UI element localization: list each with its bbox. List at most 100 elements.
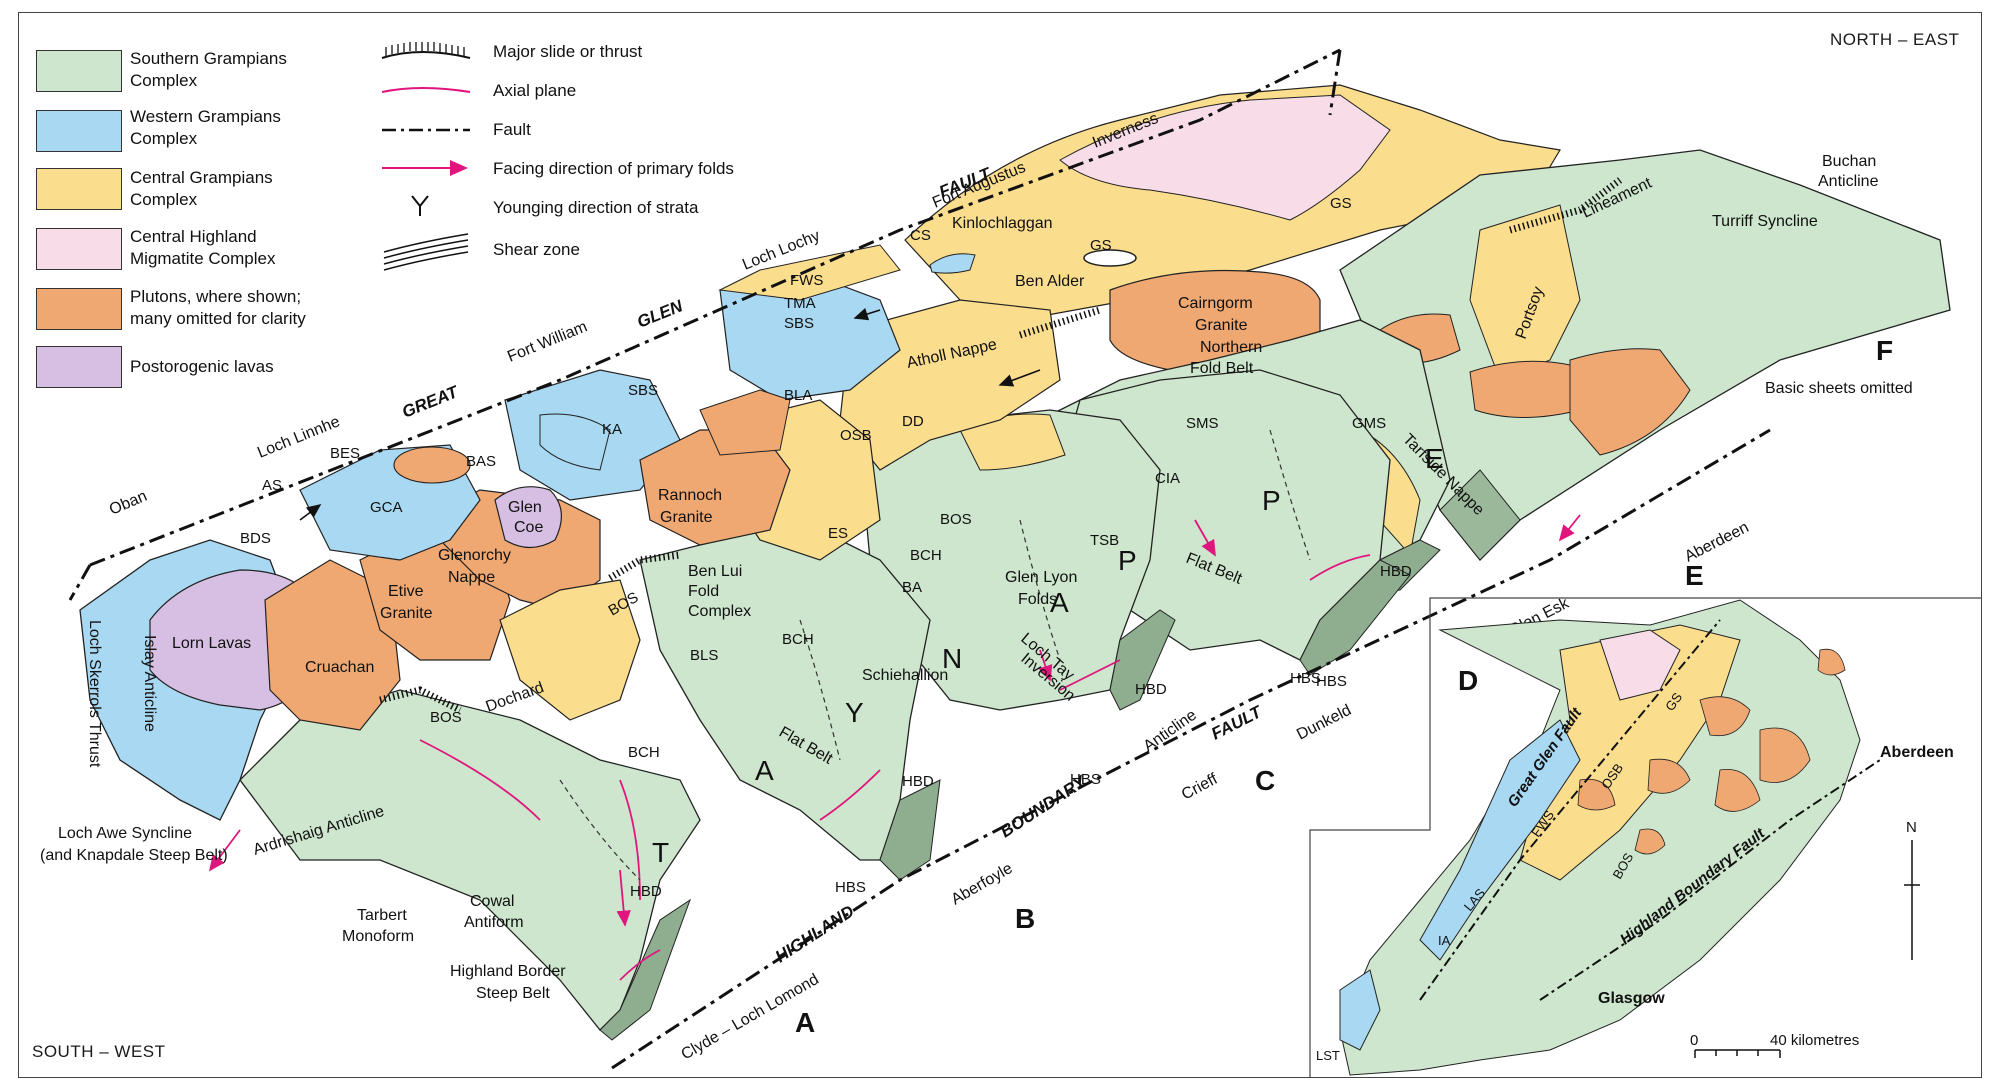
abbr-gs-1: GS: [1090, 237, 1112, 254]
abbr-hbd-3: HBD: [1135, 681, 1167, 698]
struct-etive-granite-1: Etive: [388, 583, 424, 600]
struct-buchan-2: Anticline: [1818, 173, 1879, 190]
inset-scale-label: 40 kilometres: [1770, 1032, 1859, 1049]
struct-hb-steep-1: Highland Border: [450, 963, 566, 980]
struct-glen-coe-2: Coe: [514, 519, 543, 536]
abbr-hbd-2: HBD: [902, 773, 934, 790]
legend-label-fault: Fault: [493, 120, 531, 139]
abbr-bos-3: BOS: [430, 709, 462, 726]
hbf-label-fault: FAULT: [1208, 702, 1266, 744]
abbr-bos-1: BOS: [940, 511, 972, 528]
legend-label-western: Western Grampians Complex: [130, 107, 281, 148]
abbr-gs-2: GS: [1330, 195, 1352, 212]
abbr-cs: CS: [910, 227, 931, 244]
struct-glen-lyon-1: Glen Lyon: [1005, 569, 1077, 586]
tay-letter-t: T: [652, 837, 669, 868]
struct-northern-fold-belt-1: Northern: [1200, 339, 1262, 356]
section-b-front-face: [879, 779, 941, 881]
abbr-hbs-2: HBS: [1070, 771, 1101, 788]
inset-lst: LST: [1316, 1048, 1340, 1063]
tay-letter-y: Y: [845, 697, 864, 728]
struct-buchan-1: Buchan: [1822, 153, 1876, 170]
place-aberdeen: Aberdeen: [1682, 519, 1752, 566]
great-glen-fault-spur: [1328, 49, 1342, 116]
inset-plutons: [1577, 648, 1846, 855]
struct-hb-steep-2: Steep Belt: [476, 985, 550, 1002]
abbr-bla: BLA: [784, 387, 812, 404]
fws-strip: [718, 244, 901, 301]
struct-cairngorm-1: Cairngorm: [1178, 295, 1253, 312]
struct-tarbert-2: Monoform: [342, 928, 414, 945]
struct-basic-sheets: Basic sheets omitted: [1765, 380, 1913, 397]
thrust-hatch-3: [1509, 177, 1623, 234]
struct-cairngorm-2: Granite: [1195, 317, 1248, 334]
inset-migmatite: [1599, 629, 1681, 701]
struct-lorn-lavas: Lorn Lavas: [172, 635, 251, 652]
legend-label-slide: Major slide or thrust: [493, 42, 643, 61]
glen-coe: [494, 486, 562, 549]
younging-icon: [411, 195, 429, 216]
abbr-gms: GMS: [1352, 415, 1386, 432]
place-oban: Oban: [107, 488, 150, 519]
struct-etive-granite-2: Granite: [380, 605, 433, 622]
inset-ggf: [1419, 619, 1721, 1001]
legend-swatch-lavas: [36, 346, 122, 388]
legend-label-migmatite: Central Highland Migmatite Complex: [130, 227, 276, 268]
abbr-bds: BDS: [240, 530, 271, 547]
legend-swatch-western: [36, 110, 122, 152]
facing-arrows: [208, 514, 1581, 927]
abbr-hbs-4: HBS: [1316, 673, 1347, 690]
place-schiehallion: Schiehallion: [862, 667, 948, 684]
struct-ben-lui-1: Ben Lui: [688, 563, 742, 580]
thrust-hatch-4: [379, 686, 462, 714]
abbr-bes: BES: [330, 445, 360, 462]
tay-letter-p: P: [1118, 545, 1137, 576]
abbr-fws: FWS: [790, 272, 823, 289]
tay-letter-a2: A: [1050, 587, 1069, 618]
place-crieff: Crieff: [1179, 770, 1221, 803]
legend-label-lavas: Postorogenic lavas: [130, 357, 274, 376]
struct-northern-fold-belt-2: Fold Belt: [1190, 360, 1254, 377]
section-letter-a: A: [795, 1007, 815, 1038]
dochard-zone: [499, 579, 641, 721]
north-arrow-icon: [1904, 840, 1920, 960]
struct-cruachan: Cruachan: [305, 659, 374, 676]
section-f-front-face: [1439, 469, 1521, 561]
bla-pluton: [699, 389, 791, 456]
slide-thrust-icon: [381, 42, 471, 59]
axial-plane-icon: [381, 87, 471, 93]
inset-hbf: [1539, 759, 1881, 1001]
inset-map: Aberdeen Glasgow Great Glen Fault Highla…: [1309, 597, 1982, 1078]
tay-letter-p2: P: [1262, 485, 1281, 516]
place-ben-alder: Ben Alder: [1015, 273, 1085, 290]
legend-label-shear: Shear zone: [493, 240, 580, 259]
struct-cowal-1: Cowal: [470, 893, 514, 910]
tay-letter-e: E: [1425, 443, 1444, 474]
section-c-front-face: [1109, 609, 1176, 711]
section-letter-c: C: [1255, 765, 1275, 796]
section-letter-b: B: [1015, 903, 1035, 934]
struct-turriff-syncline: Turriff Syncline: [1712, 213, 1818, 230]
great-glen-fault-line: [89, 48, 1341, 567]
axial-plane-traces: [419, 554, 1371, 981]
tay-letter-n: N: [942, 643, 962, 674]
abbr-bas: BAS: [466, 453, 496, 470]
abbr-hbd-4: HBD: [1380, 563, 1412, 580]
inset-ia: IA: [1438, 933, 1451, 948]
abbr-es: ES: [828, 525, 848, 542]
abbr-sms: SMS: [1186, 415, 1219, 432]
legend-swatch-plutons: [36, 288, 122, 330]
abbr-tma: TMA: [784, 295, 816, 312]
bas-pluton: [393, 446, 471, 484]
gs-lens: [1083, 249, 1137, 267]
scale-bar: [1694, 1049, 1781, 1058]
abbr-osb: OSB: [840, 427, 872, 444]
thrust-hatch-2: [1018, 306, 1102, 339]
section-d-front-face: [1299, 559, 1411, 676]
place-dochard: Dochard: [484, 679, 547, 716]
struct-glenorchy-1: Glenorchy: [438, 547, 511, 564]
cs-lens: [929, 253, 976, 274]
abbr-bch-1: BCH: [782, 631, 814, 648]
section-letter-f: F: [1876, 335, 1893, 366]
